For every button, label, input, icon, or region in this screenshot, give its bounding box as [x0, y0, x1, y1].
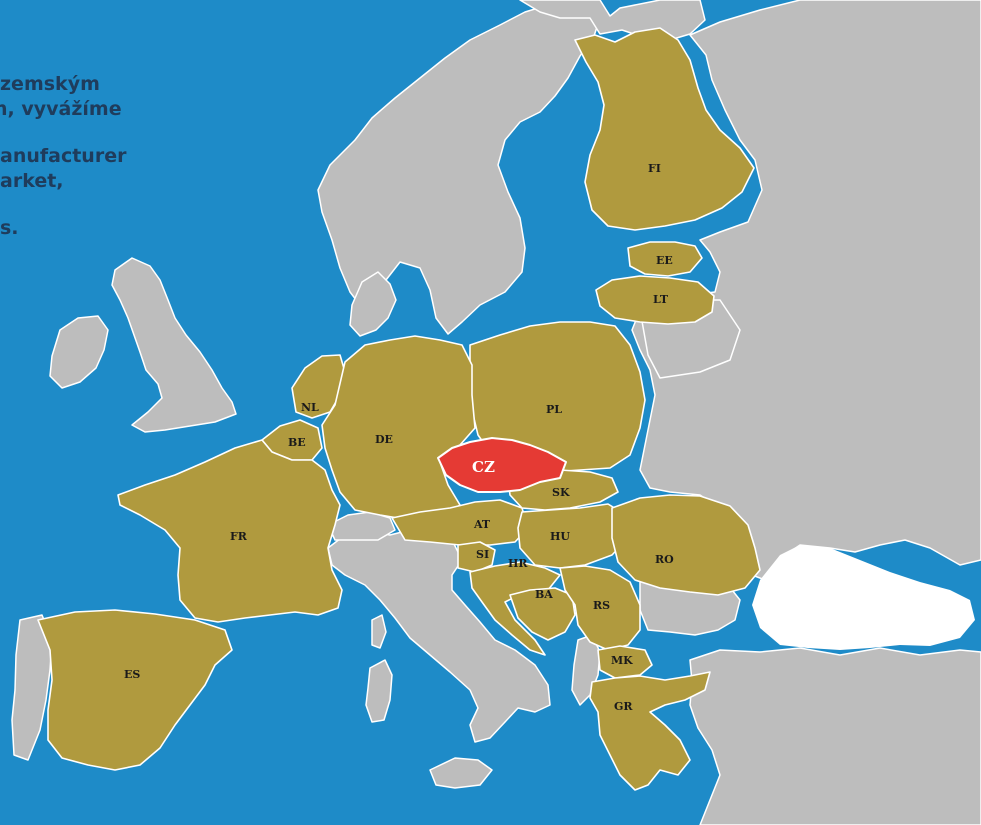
land-sicily: [429, 757, 493, 789]
intro-en-line3: s.: [0, 217, 19, 239]
black-sea: [752, 545, 975, 650]
label-gr: GR: [614, 700, 633, 713]
country-finland: [574, 27, 755, 231]
country-germany: [321, 335, 476, 521]
label-be: BE: [288, 436, 306, 449]
label-at: AT: [473, 518, 491, 531]
label-ee: EE: [656, 254, 673, 267]
intro-spacer: [0, 122, 170, 144]
country-france: [117, 439, 343, 623]
intro-en-line1: anufacturer: [0, 145, 127, 167]
label-lt: LT: [653, 293, 669, 306]
land-east: [631, 0, 981, 581]
label-nl: NL: [301, 401, 319, 414]
country-hungary: [517, 503, 629, 569]
country-bosnia: [509, 587, 576, 641]
intro-cz-line1: zemským: [0, 73, 100, 95]
label-ro: RO: [655, 553, 674, 566]
land-turkey: [689, 647, 981, 825]
country-croatia: [469, 561, 561, 656]
land-ireland: [49, 315, 109, 389]
country-czechia: [437, 437, 567, 493]
country-macedonia: [597, 645, 653, 679]
label-cz: CZ: [472, 458, 495, 476]
country-serbia: [559, 565, 641, 651]
label-hu: HU: [550, 530, 570, 543]
land-great-britain: [111, 257, 237, 433]
land-denmark: [349, 271, 397, 337]
label-sk: SK: [552, 486, 570, 499]
country-spain: [37, 609, 233, 771]
label-ba: BA: [535, 588, 553, 601]
label-pl: PL: [546, 403, 562, 416]
country-estonia: [627, 241, 703, 277]
label-fr: FR: [230, 530, 248, 543]
country-lithuania: [595, 275, 715, 325]
intro-spacer-2: [0, 194, 170, 216]
land-switzerland: [327, 511, 396, 541]
intro-cz-line2: n, vyvážíme: [0, 98, 122, 120]
label-de: DE: [375, 433, 393, 446]
land-corsica: [371, 614, 387, 649]
label-hr: HR: [508, 557, 528, 570]
label-rs: RS: [593, 599, 610, 612]
label-fi: FI: [648, 162, 661, 175]
country-romania: [611, 494, 761, 596]
land-sardinia: [365, 659, 393, 723]
label-es: ES: [124, 668, 140, 681]
country-slovenia: [457, 541, 496, 573]
intro-text-block: zemským n, vyvážíme anufacturer arket, s…: [0, 72, 170, 241]
label-si: SI: [476, 548, 489, 561]
intro-en-line2: arket,: [0, 170, 64, 192]
country-greece: [589, 671, 711, 791]
label-mk: MK: [611, 654, 633, 667]
